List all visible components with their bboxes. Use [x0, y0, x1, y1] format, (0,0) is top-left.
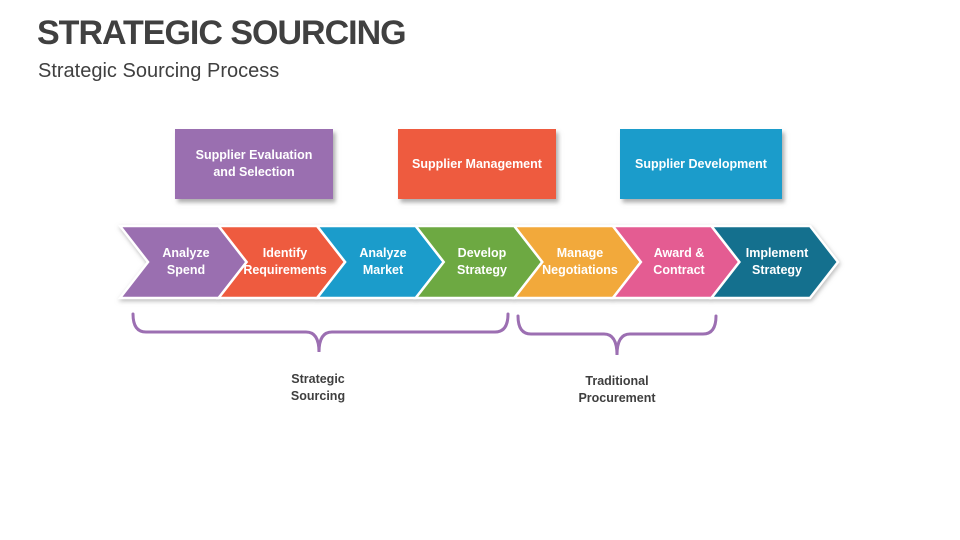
- brace-strategic-sourcing: [131, 312, 510, 353]
- summary-box-label: Supplier Development: [635, 156, 767, 171]
- chevron-implement-strategy: [708, 224, 840, 300]
- slide-title: STRATEGIC SOURCING: [37, 14, 407, 52]
- summary-box-supplier-evaluation: Supplier Evaluation and Selection: [175, 129, 333, 199]
- chevron-band: [117, 224, 840, 300]
- summary-box-label: Supplier Evaluation and Selection: [195, 148, 313, 179]
- summary-box-label: Supplier Management: [412, 156, 542, 171]
- summary-box-supplier-development: Supplier Development: [620, 129, 782, 199]
- slide-subtitle: Strategic Sourcing Process: [38, 60, 280, 82]
- brace-traditional-procurement: [516, 314, 718, 356]
- summary-box-supplier-management: Supplier Management: [398, 129, 556, 199]
- step-label-award-contract: Award &Contract: [653, 246, 705, 277]
